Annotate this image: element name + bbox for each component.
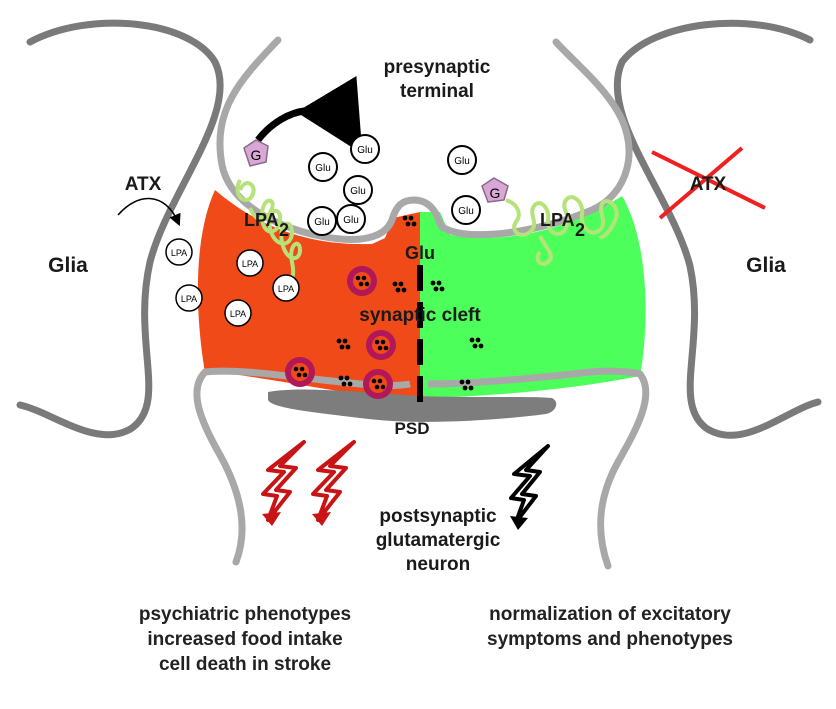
- glu-clusters-ringed: [285, 266, 396, 399]
- glu-vesicle: Glu: [451, 195, 481, 225]
- release-arrow: [255, 75, 363, 154]
- lpa-molecule: LPA: [272, 274, 300, 302]
- glu-cluster: [392, 281, 407, 293]
- red-zigzag-arrow-2: [311, 440, 356, 526]
- lpa2-receptor-left: [235, 179, 303, 289]
- svg-text:Glu: Glu: [454, 156, 470, 167]
- svg-text:G: G: [251, 147, 262, 163]
- g-protein-right: G: [481, 177, 509, 203]
- glu-cluster: [402, 215, 417, 227]
- svg-text:Glu: Glu: [343, 215, 359, 226]
- postsynaptic-label-line3: neuron: [406, 554, 470, 575]
- synaptic-cleft-label: synaptic cleft: [359, 305, 481, 326]
- lpa-molecules: LPA LPA LPA LPA LPA: [165, 238, 300, 327]
- caption-right: normalization of excitatory symptoms and…: [440, 602, 780, 652]
- glu-vesicle: Glu: [307, 206, 337, 236]
- svg-text:G: G: [490, 185, 501, 201]
- presynaptic-membrane: [216, 36, 633, 243]
- glu-cluster: [338, 375, 353, 387]
- glu-cluster: [430, 280, 445, 292]
- glia-right-outline: [613, 19, 822, 439]
- presynaptic-label-line2: terminal: [400, 81, 474, 102]
- glu-vesicle: Glu: [447, 145, 477, 175]
- black-zigzag-arrow: [509, 444, 550, 530]
- postsynaptic-label-line2: glutamatergic: [376, 530, 501, 551]
- svg-text:Glu: Glu: [357, 145, 373, 156]
- svg-text:LPA: LPA: [181, 294, 197, 304]
- psd-label: PSD: [395, 419, 430, 438]
- atx-left-label: ATX: [125, 174, 162, 195]
- presynaptic-label-line1: presynaptic: [384, 57, 491, 78]
- lpa2-right-label: LPA: [540, 210, 575, 230]
- svg-text:Glu: Glu: [350, 186, 366, 197]
- lpa2-left-label: LPA: [244, 210, 279, 230]
- glu-cluster: [459, 379, 474, 391]
- atx-conversion-arrow: [117, 197, 181, 227]
- caption-left: psychiatric phenotypes increased food in…: [110, 602, 380, 677]
- caption-left-line: increased food intake: [147, 629, 343, 650]
- lpa2-left-subscript: 2: [279, 220, 289, 240]
- caption-right-line: symptoms and phenotypes: [487, 629, 733, 650]
- svg-text:LPA: LPA: [171, 248, 187, 258]
- svg-text:LPA: LPA: [230, 309, 246, 319]
- lpa2-receptor-right: [505, 195, 619, 239]
- glia-left-label: Glia: [48, 254, 88, 277]
- caption-left-line: psychiatric phenotypes: [138, 604, 352, 625]
- g-protein-left: G: [243, 139, 269, 167]
- ringed-cluster: [363, 369, 393, 399]
- ringed-cluster: [347, 266, 377, 296]
- postsynaptic-membrane-left: [204, 367, 411, 389]
- atx-crossed: [651, 146, 766, 220]
- svg-text:Glu: Glu: [458, 206, 474, 217]
- lpa-molecule: LPA: [165, 238, 193, 266]
- lpa-molecule: LPA: [236, 249, 264, 277]
- postsynaptic-label-line1: postsynaptic: [379, 506, 497, 527]
- psd-density: [268, 389, 557, 422]
- postsynaptic-neuron-right-wall: [597, 370, 650, 570]
- glu-cluster: [469, 337, 484, 349]
- svg-text:LPA: LPA: [278, 284, 294, 294]
- red-zigzag-arrow-1: [261, 440, 306, 526]
- synaptic-cleft-left: [197, 190, 420, 398]
- lpa2-right-subscript: 2: [575, 220, 585, 240]
- glu-cleft-label: Glu: [405, 243, 435, 263]
- glia-right-label: Glia: [746, 254, 786, 277]
- lpa-molecule: LPA: [175, 284, 203, 312]
- glu-clusters-free: [336, 215, 484, 391]
- svg-text:Glu: Glu: [315, 163, 331, 174]
- ringed-cluster: [366, 330, 396, 360]
- glu-cluster: [336, 338, 351, 350]
- atx-right-label: ATX: [690, 174, 727, 195]
- glu-vesicle: Glu: [343, 175, 373, 205]
- glu-vesicle: Glu: [350, 134, 380, 164]
- glu-vesicle: Glu: [308, 152, 338, 182]
- lpa-molecule: LPA: [224, 299, 252, 327]
- lpa2-receptor-right-tail: [535, 235, 553, 266]
- svg-text:Glu: Glu: [314, 217, 330, 228]
- glia-left-outline: [16, 19, 224, 439]
- glu-vesicle: Glu: [336, 204, 366, 234]
- svg-text:LPA: LPA: [242, 259, 258, 269]
- postsynaptic-neuron-left-wall: [193, 368, 246, 566]
- ringed-cluster: [285, 357, 315, 387]
- caption-right-line: normalization of excitatory: [489, 604, 731, 625]
- caption-left-line: cell death in stroke: [158, 654, 332, 675]
- glu-vesicles: Glu Glu Glu Glu Glu Glu Glu: [307, 134, 481, 236]
